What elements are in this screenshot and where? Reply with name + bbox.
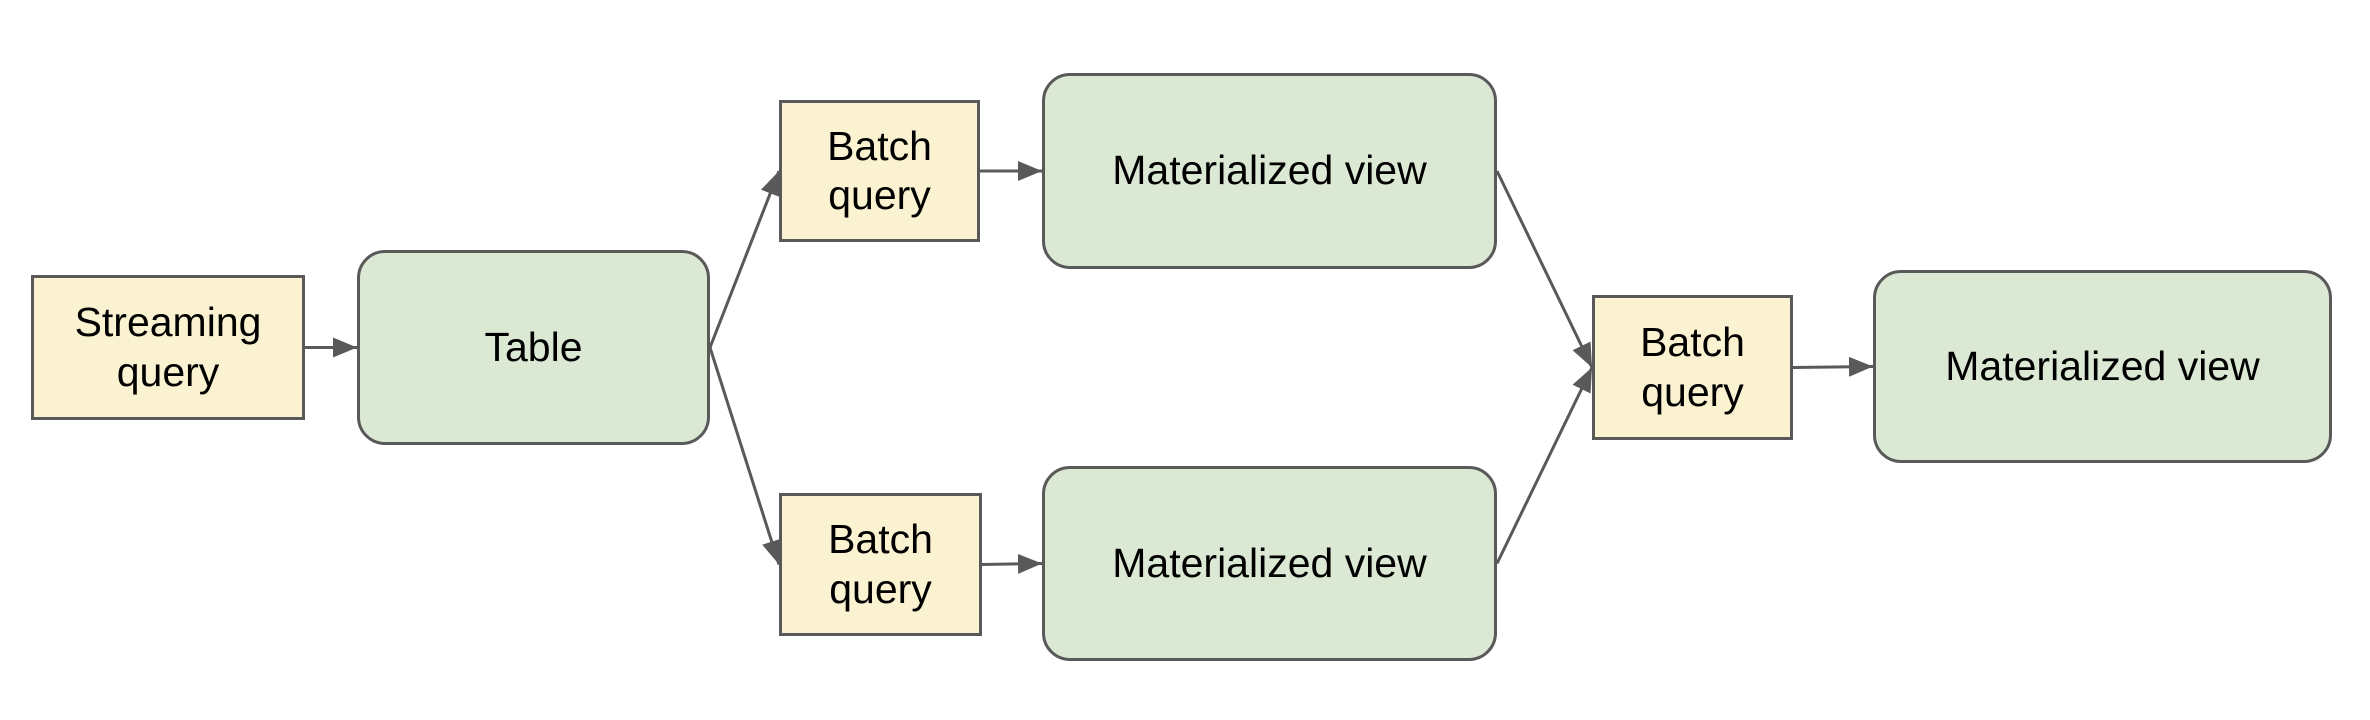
edge-arrows	[305, 161, 1874, 574]
node-streaming-query: Streaming query	[31, 275, 305, 420]
node-batch-query-top: Batch query	[779, 100, 980, 242]
node-materialized-view-right: Materialized view	[1873, 270, 2332, 463]
node-label-batch-query-top: Batch query	[827, 122, 932, 218]
node-label-batch-query-bottom: Batch query	[828, 516, 933, 612]
node-table: Table	[357, 250, 710, 445]
edge-table-to-batch-query-top	[708, 170, 781, 349]
node-batch-query-right: Batch query	[1592, 295, 1793, 440]
edge-table-to-batch-query-bottom	[708, 347, 782, 565]
node-label-batch-query-right: Batch query	[1640, 319, 1745, 415]
edge-batch-query-bottom-to-materialized-view-bottom	[981, 553, 1043, 574]
node-label-table: Table	[484, 323, 583, 370]
node-label-streaming-query: Streaming query	[74, 299, 262, 395]
node-batch-query-bottom: Batch query	[779, 493, 982, 636]
node-label-materialized-view-bottom: Materialized view	[1112, 539, 1427, 586]
node-label-materialized-view-top: Materialized view	[1112, 147, 1427, 194]
edge-materialized-view-top-to-batch-query-right	[1495, 170, 1594, 369]
node-label-materialized-view-right: Materialized view	[1945, 342, 2260, 389]
edge-materialized-view-bottom-to-batch-query-right	[1495, 366, 1594, 565]
edge-batch-query-right-to-materialized-view-right	[1792, 356, 1874, 377]
node-materialized-view-top: Materialized view	[1042, 73, 1497, 269]
node-materialized-view-bottom: Materialized view	[1042, 466, 1497, 661]
